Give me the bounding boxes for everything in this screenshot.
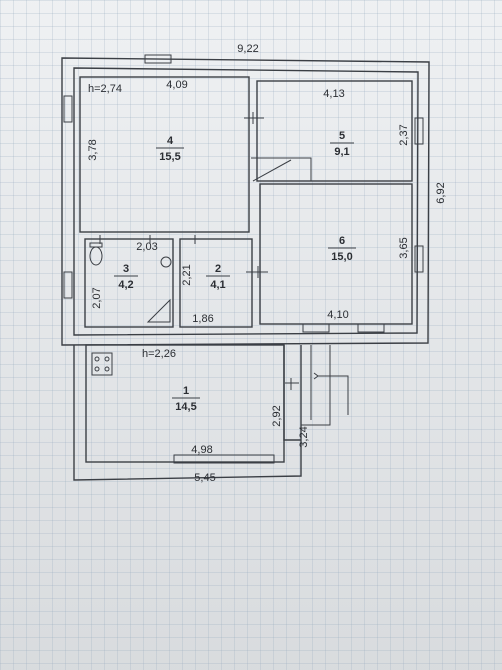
room-6-outline <box>259 183 413 325</box>
stair-line <box>252 159 292 182</box>
room-3-depth: 2,07 <box>91 287 103 308</box>
room-2-number: 2 <box>215 263 221 275</box>
annex-outer-width: 5,45 <box>194 472 215 484</box>
room-3-area: 4,2 <box>118 279 133 291</box>
room-3-number: 3 <box>123 263 129 275</box>
room-2-area: 4,1 <box>210 279 225 291</box>
hall-connector <box>251 157 312 181</box>
overall-depth-label: 6,92 <box>435 182 447 203</box>
annex-inner-depth: 2,92 <box>271 405 283 426</box>
windows <box>63 54 424 464</box>
room-6-area: 15,0 <box>331 251 352 263</box>
room-1-area: 14,5 <box>175 401 196 413</box>
ceiling-height-main: h=2,74 <box>88 83 122 95</box>
room-6-number: 6 <box>339 235 345 247</box>
room-1-number: 1 <box>183 385 189 397</box>
room-5-outline <box>256 80 413 182</box>
room-5-width: 4,13 <box>323 88 344 100</box>
outer-wall <box>61 57 430 346</box>
room-5-depth: 2,37 <box>398 124 410 145</box>
fixtures <box>89 242 172 376</box>
room-4-outline <box>79 76 250 233</box>
room-2-width: 1,86 <box>192 313 213 325</box>
room-4-area: 15,5 <box>159 151 180 163</box>
overall-width-label: 9,22 <box>237 43 258 55</box>
door-marks <box>99 112 299 390</box>
room-5-area: 9,1 <box>334 146 349 158</box>
entrance-arrow <box>318 375 349 415</box>
room-4-width: 4,09 <box>166 79 187 91</box>
room-6-depth: 3,65 <box>398 237 410 258</box>
room-2-outline <box>179 238 253 328</box>
entrance-arrowhead <box>313 372 319 380</box>
ceiling-height-annex: h=2,26 <box>142 348 176 360</box>
room-3-width: 2,03 <box>136 241 157 253</box>
room-4-number: 4 <box>167 135 174 147</box>
annex-inner-width: 4,98 <box>191 444 212 456</box>
room-5-number: 5 <box>339 130 345 142</box>
room-6-width: 4,10 <box>327 309 348 321</box>
entrance-porch <box>301 345 331 426</box>
room-4-depth: 3,78 <box>87 139 99 160</box>
annex-outer-depth: 3,24 <box>298 426 310 447</box>
annex-entry-wall <box>283 345 301 441</box>
annex-outer-wall <box>73 345 302 481</box>
room-2-depth: 2,21 <box>181 264 193 285</box>
room-3-outline <box>84 238 174 328</box>
inner-outer-wall <box>73 67 419 336</box>
